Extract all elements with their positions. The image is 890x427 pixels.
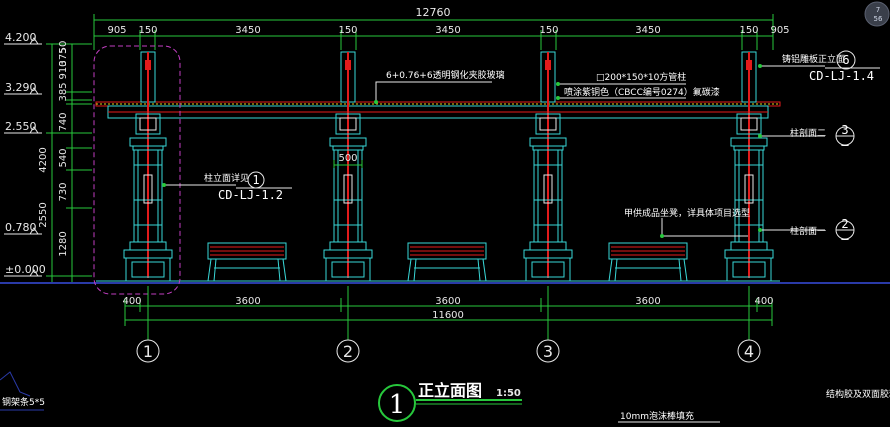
ref-bubble-2-num: 2 [841,217,848,231]
grid-label-1: 1 [143,342,153,361]
elevation-label-4200: 4.200 [5,31,37,44]
elevation-markers [4,37,42,277]
left-dimension-chain [46,43,92,282]
roof-canopy [95,101,781,119]
note-paint: 喷涂紫铜色（CBCC编号0274）氟碳漆 [564,86,720,98]
note-grille: 铸铝雕板正立面 [782,53,845,65]
ref-bubble-1-num: 1 [252,173,259,187]
note-column-detail: 柱立面详见 [204,172,249,184]
navigation-cube[interactable]: 7 56 [864,1,890,27]
left-dimension-texts: 910 385 375 50 740 540 730 1280 4200 255… [38,41,69,257]
bottom-partial-notes: 10mm泡沫棒填充 结构胶及双面胶粘 钢架条5*5 [0,371,890,423]
hud-value-bottom: 56 [874,15,883,23]
top-dim-3: 150 [338,25,357,36]
annotation-leaders [164,65,825,237]
left-dim-730: 730 [58,182,69,201]
elevation-label-3290: 3.290 [5,81,37,94]
ref-bubble-6-num: 6 [842,53,849,67]
top-dim-8: 905 [770,25,789,36]
bottom-dim-0: 400 [122,296,141,307]
ref-bubble-3[interactable]: 3 — [835,123,855,152]
note-bench: 甲供成品坐凳，详具体项目选型 [624,207,750,219]
elevation-label-0780: 0.780 [5,221,37,234]
note-left-bottom: 钢架条5*5 [2,396,45,408]
grid-bubble-4[interactable]: 4 [737,339,761,363]
ref-bubble-6[interactable]: 6 CD-LJ-1.4 [809,50,880,83]
left-dim-50: 50 [58,41,69,54]
grid-label-3: 3 [543,342,553,361]
bottom-dim-4: 400 [754,296,773,307]
hud-value-top: 7 [876,6,880,14]
note-filling: 10mm泡沫棒填充 [620,410,694,422]
note-glass: 6+0.76+6透明钢化夹胶玻璃 [386,69,505,81]
left-dim-540: 540 [58,148,69,167]
top-dim-1: 150 [138,25,157,36]
top-dim-0: 905 [107,25,126,36]
left-dim-375: 375 [58,47,69,66]
elevation-label-0000: ±0.000 [5,263,46,276]
note-structure: 结构胶及双面胶粘 [826,388,890,400]
ref-bubble-3-code: — [841,138,849,152]
left-big-dim-4200: 4200 [38,147,49,172]
pillar-width-label: 500 [338,153,357,164]
grid-bubble-3[interactable]: 3 [536,339,560,363]
bottom-total-dim: 11600 [432,310,464,321]
pillar-width-dimension [333,160,363,168]
bottom-dim-1: 3600 [235,296,260,307]
top-dim-5: 150 [539,25,558,36]
title-number: 1 [389,390,406,420]
top-dimension-chain [93,14,774,50]
grid-label-2: 2 [343,342,353,361]
elevation-label-2550: 2.550 [5,120,37,133]
left-dim-740: 740 [58,112,69,131]
note-col-section-2: 柱剖面二 [790,127,826,139]
ref-bubble-1-code: CD-LJ-1.2 [218,188,283,202]
title-text: 正立面图 [418,381,482,400]
bottom-dim-3: 3600 [635,296,660,307]
left-dim-1280: 1280 [58,231,69,256]
left-big-dim-2550: 2550 [38,202,49,227]
note-steel-pipe: □200*150*10方管柱 [596,71,686,83]
grid-bubble-2[interactable]: 2 [336,339,360,363]
grid-label-4: 4 [744,342,754,361]
title-scale: 1:50 [496,388,521,399]
left-dim-385: 385 [58,82,69,101]
top-dim-2: 3450 [235,25,260,36]
ref-bubble-1[interactable]: 1 CD-LJ-1.2 [218,171,292,202]
bottom-dimension-chain [124,286,773,340]
top-dim-6: 3450 [635,25,660,36]
left-dim-910: 910 [58,60,69,79]
ref-bubble-3-num: 3 [841,123,848,137]
ref-bubble-6-code: CD-LJ-1.4 [809,69,874,83]
overall-width-label: 12760 [416,6,451,19]
detail-callout-boundary [93,45,181,295]
top-dim-7: 150 [739,25,758,36]
top-dim-4: 3450 [435,25,460,36]
bottom-dim-2: 3600 [435,296,460,307]
grid-bubble-1[interactable]: 1 [136,339,160,363]
note-col-section-1: 柱剖面一 [790,225,826,237]
leader-dots [162,64,762,238]
ref-bubble-2-code: — [841,232,849,246]
ref-bubble-2[interactable]: 2 — [835,217,855,246]
drawing-title: 1 正立面图 1:50 [378,381,522,422]
